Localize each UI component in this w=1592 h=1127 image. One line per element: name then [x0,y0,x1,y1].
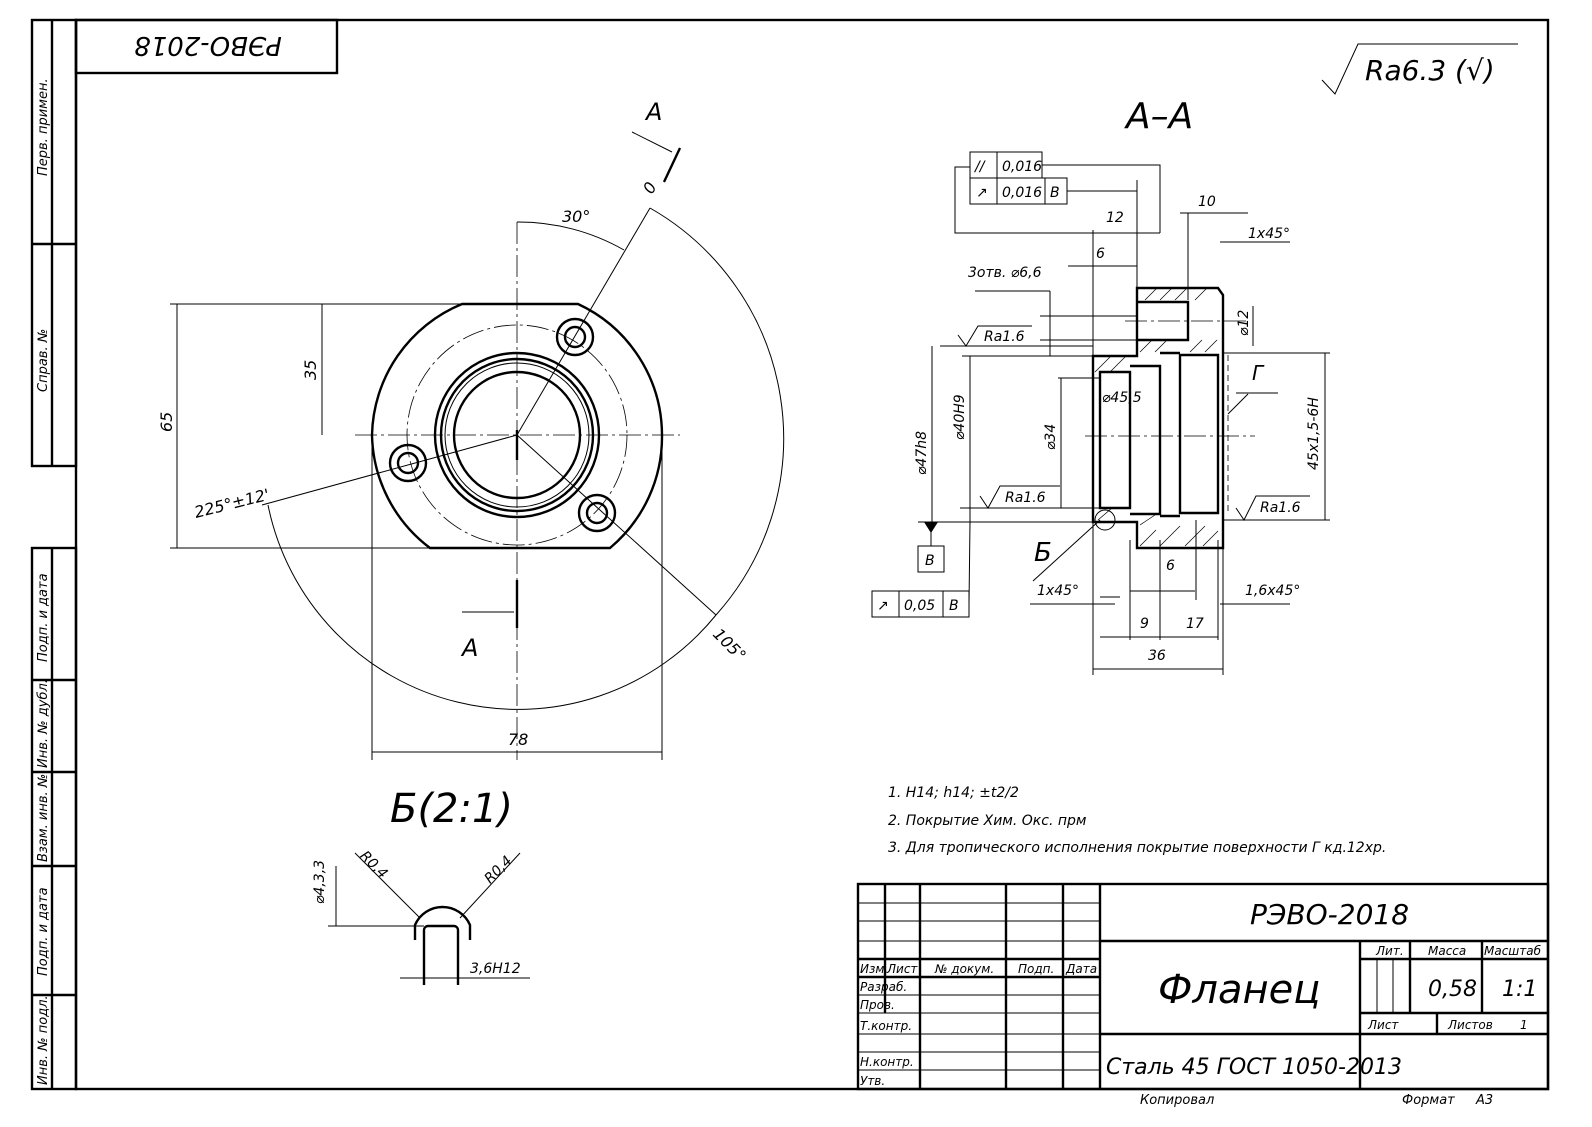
svg-text:65: 65 [157,412,176,432]
general-roughness: Ra6.3 (√) [1321,43,1518,95]
svg-text:78: 78 [508,730,528,749]
rotated-code: РЭВО-2018 [134,30,282,60]
svg-text:105°: 105° [709,624,750,665]
tolerance-frame-3 [871,521,971,618]
strip-label: Перв. примен. [36,78,51,176]
svg-text:35: 35 [301,360,320,380]
svg-text:Ra1.6: Ra1.6 [984,329,1025,345]
note: 2. Покрытие Хим. Окс. прм [888,813,1087,829]
svg-text:0,016: 0,016 [1002,185,1042,201]
svg-text:Лит.: Лит. [1375,944,1404,958]
svg-text:А–А: А–А [1124,96,1193,137]
tolerance-frame-1 [954,151,1161,234]
svg-text:А3: А3 [1475,1093,1493,1108]
svg-text:Н.контр.: Н.контр. [860,1055,914,1069]
note: 1. H14; h14; ±t2/2 [888,785,1019,801]
svg-text:6: 6 [1096,246,1105,262]
svg-text:1x45°: 1x45° [1248,226,1290,242]
svg-text:Лист: Лист [886,962,918,976]
svg-text://: // [973,159,986,175]
side-strip-labels: Перв. примен. Справ. № Подп. и дата Инв.… [36,78,51,1085]
svg-text:Утв.: Утв. [860,1074,885,1088]
part-name: Фланец [1158,967,1321,1013]
svg-text:Дата: Дата [1065,962,1097,976]
svg-text:R0,4: R0,4 [357,848,391,882]
svg-text:10: 10 [1198,194,1216,210]
svg-text:0,016: 0,016 [1002,159,1042,175]
svg-text:0,05: 0,05 [904,598,935,614]
svg-text:Б(2:1): Б(2:1) [390,786,513,832]
front-view [170,131,785,760]
svg-text:R0,4: R0,4 [482,853,516,887]
technical-notes: 1. H14; h14; ±t2/2 2. Покрытие Хим. Окс.… [888,785,1386,856]
svg-text:№ докум.: № докум. [934,962,994,976]
svg-text:0: 0 [639,179,661,197]
svg-text:Масштаб: Масштаб [1484,944,1542,958]
svg-text:⌀12: ⌀12 [1236,310,1252,336]
svg-text:Г: Г [1252,361,1265,385]
svg-text:А: А [460,634,478,662]
svg-text:Ra1.6: Ra1.6 [1005,490,1046,506]
svg-text:6: 6 [1166,558,1175,574]
strip-label: Взам. инв. № [36,774,51,862]
svg-text:30°: 30° [562,207,590,226]
svg-text:Ra1.6: Ra1.6 [1260,500,1301,516]
svg-text:36: 36 [1148,648,1166,664]
strip-label: Подп. и дата [36,887,51,976]
drawing-frame [30,18,1550,1091]
svg-text:⌀40H9: ⌀40H9 [952,394,968,440]
designation: РЭВО-2018 [1250,898,1409,931]
section-labels: // 0,016 ↗ 0,016 В ↗ 0,05 В В 12 10 6 1x… [877,159,1322,664]
svg-text:А: А [644,98,662,126]
mass-value: 0,58 [1428,977,1477,1002]
svg-text:⌀34: ⌀34 [1043,424,1059,450]
svg-text:В: В [1050,185,1060,201]
svg-text:1x45°: 1x45° [1037,583,1079,599]
svg-text:⌀45,5: ⌀45,5 [1102,390,1142,406]
svg-text:Подп.: Подп. [1018,962,1054,976]
svg-text:Т.контр.: Т.контр. [860,1019,912,1033]
svg-text:Ra6.3 (√): Ra6.3 (√) [1365,54,1495,87]
svg-text:Лист: Лист [1367,1018,1399,1032]
svg-text:Формат: Формат [1402,1093,1455,1108]
svg-text:↗: ↗ [976,185,988,201]
svg-text:Масса: Масса [1428,944,1466,958]
svg-text:1: 1 [1520,1018,1528,1032]
svg-text:3отв. ⌀6,6: 3отв. ⌀6,6 [968,265,1042,281]
strip-label: Подп. и дата [36,573,51,662]
svg-text:↗: ↗ [877,598,889,614]
strip-label: Инв. № подл. [36,995,51,1085]
strip-label: Справ. № [36,329,51,392]
svg-text:Пров.: Пров. [860,998,895,1012]
section-a-a: А–А [871,96,1330,675]
svg-text:В: В [925,553,935,569]
strip-label: Инв. № дубл. [36,679,51,768]
svg-text:225°±12': 225°±12' [192,485,271,522]
material: Сталь 45 ГОСТ 1050-2013 [1106,1055,1402,1080]
svg-text:⌀47h8: ⌀47h8 [914,431,930,475]
svg-text:9: 9 [1140,616,1149,632]
svg-text:В: В [949,598,959,614]
svg-text:17: 17 [1186,616,1204,632]
detail-b: Б(2:1) R0,4 R0,4 ⌀4,3,3 3,6H12 [312,786,530,985]
svg-text:Листов: Листов [1447,1018,1493,1032]
svg-text:1,6x45°: 1,6x45° [1245,583,1300,599]
svg-text:Копировал: Копировал [1140,1093,1214,1108]
note: 3. Для тропического исполнения покрытие … [888,840,1386,856]
svg-text:⌀4,3,3: ⌀4,3,3 [312,860,328,904]
svg-text:12: 12 [1106,210,1124,226]
title-block: Изм. Лист № докум. Подп. Дата Разраб. Пр… [856,882,1550,1108]
svg-text:45x1,5-6H: 45x1,5-6H [1306,397,1322,470]
svg-text:3,6H12: 3,6H12 [470,961,521,977]
svg-text:Б: Б [1034,538,1052,568]
svg-text:Изм.: Изм. [860,962,888,976]
scale-value: 1:1 [1502,977,1537,1002]
svg-text:Разраб.: Разраб. [860,980,907,994]
